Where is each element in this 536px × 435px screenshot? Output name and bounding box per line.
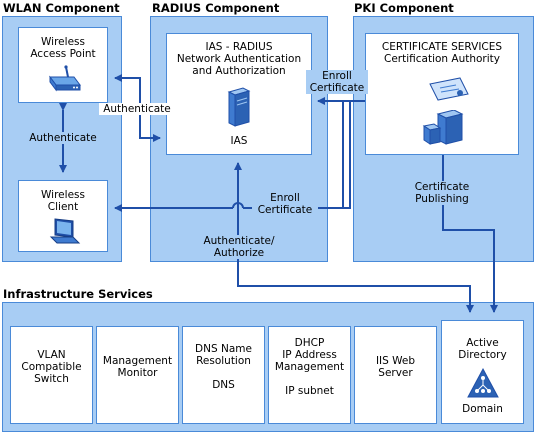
auth-authorize-label-2: Authorize	[196, 247, 282, 259]
laptop-icon	[49, 218, 81, 244]
wireless-client-box: Wireless Client	[18, 180, 108, 252]
cert-publishing-label-2: Publishing	[404, 193, 480, 205]
dhcp-label-5: IP subnet	[285, 385, 334, 397]
mgmt-label-2: Monitor	[117, 367, 158, 379]
cert-publishing-label-1: Certificate	[404, 181, 480, 193]
iis-web-server-box: IIS Web Server	[354, 326, 437, 424]
dns-label-1: DNS Name	[195, 343, 252, 355]
auth-authorize-label-1: Authenticate/	[196, 235, 282, 247]
vlan-switch-box: VLAN Compatible Switch	[10, 326, 93, 424]
vlan-label-1: VLAN	[37, 349, 66, 361]
radius-component-header: RADIUS Component	[152, 1, 280, 15]
vlan-label-2: Compatible	[21, 361, 82, 373]
client-label-1: Wireless	[41, 189, 85, 201]
certificate-icon	[429, 77, 469, 101]
dhcp-label-2: IP Address	[282, 349, 337, 361]
dhcp-label-3: Management	[274, 361, 345, 373]
authenticate-label: Authenticate	[99, 103, 175, 115]
authenticate-authorize-line	[237, 255, 474, 313]
enroll-top-label-2: Certificate	[306, 82, 368, 94]
ad-label-2: Directory	[458, 349, 507, 361]
management-monitor-box: Management Monitor	[96, 326, 179, 424]
mgmt-label-1: Management	[102, 355, 173, 367]
access-point-label-1: Wireless	[41, 36, 85, 48]
ias-title-2: Network Authentication	[176, 53, 302, 65]
ias-radius-box: IAS - RADIUS Network Authentication and …	[166, 33, 312, 155]
enroll-top-label-1: Enroll	[306, 70, 368, 82]
client-label-2: Client	[47, 201, 79, 213]
domain-icon	[467, 367, 499, 398]
dns-box: DNS Name Resolution DNS	[182, 326, 265, 424]
certificate-services-box: CERTIFICATE SERVICES Certification Autho…	[365, 33, 519, 155]
infrastructure-services-header: Infrastructure Services	[3, 287, 153, 301]
domain-label: Domain	[462, 403, 503, 415]
enroll-bottom-label-1: Enroll	[252, 192, 318, 204]
wireless-access-point-box: Wireless Access Point	[18, 27, 108, 103]
cert-services-title-1: CERTIFICATE SERVICES	[381, 41, 503, 53]
dns-label-2: Resolution	[196, 355, 251, 367]
iis-label-2: Server	[378, 367, 413, 379]
dhcp-label-1: DHCP	[294, 337, 325, 349]
access-point-label-2: Access Point	[30, 48, 96, 60]
access-point-icon	[49, 65, 81, 92]
active-directory-box: Active Directory Domain	[441, 320, 524, 424]
ias-title-3: and Authorization	[192, 65, 286, 77]
certificate-publishing-line	[442, 155, 498, 313]
cert-services-title-2: Certification Authority	[383, 53, 500, 65]
dhcp-box: DHCP IP Address Management IP subnet	[268, 326, 351, 424]
dns-label-4: DNS	[212, 379, 235, 391]
ias-server-icon	[227, 87, 251, 127]
ad-label-1: Active	[466, 337, 499, 349]
ias-title-1: IAS - RADIUS	[205, 41, 273, 53]
ias-server-label: IAS	[230, 135, 248, 147]
vlan-label-3: Switch	[34, 373, 69, 385]
iis-label-1: IIS Web	[375, 355, 416, 367]
authenticate-vertical-label: Authenticate	[16, 132, 110, 144]
enroll-bottom-label-2: Certificate	[252, 204, 318, 216]
ca-server-icon	[422, 110, 464, 145]
pki-component-header: PKI Component	[354, 1, 454, 15]
wlan-component-header: WLAN Component	[3, 1, 120, 15]
